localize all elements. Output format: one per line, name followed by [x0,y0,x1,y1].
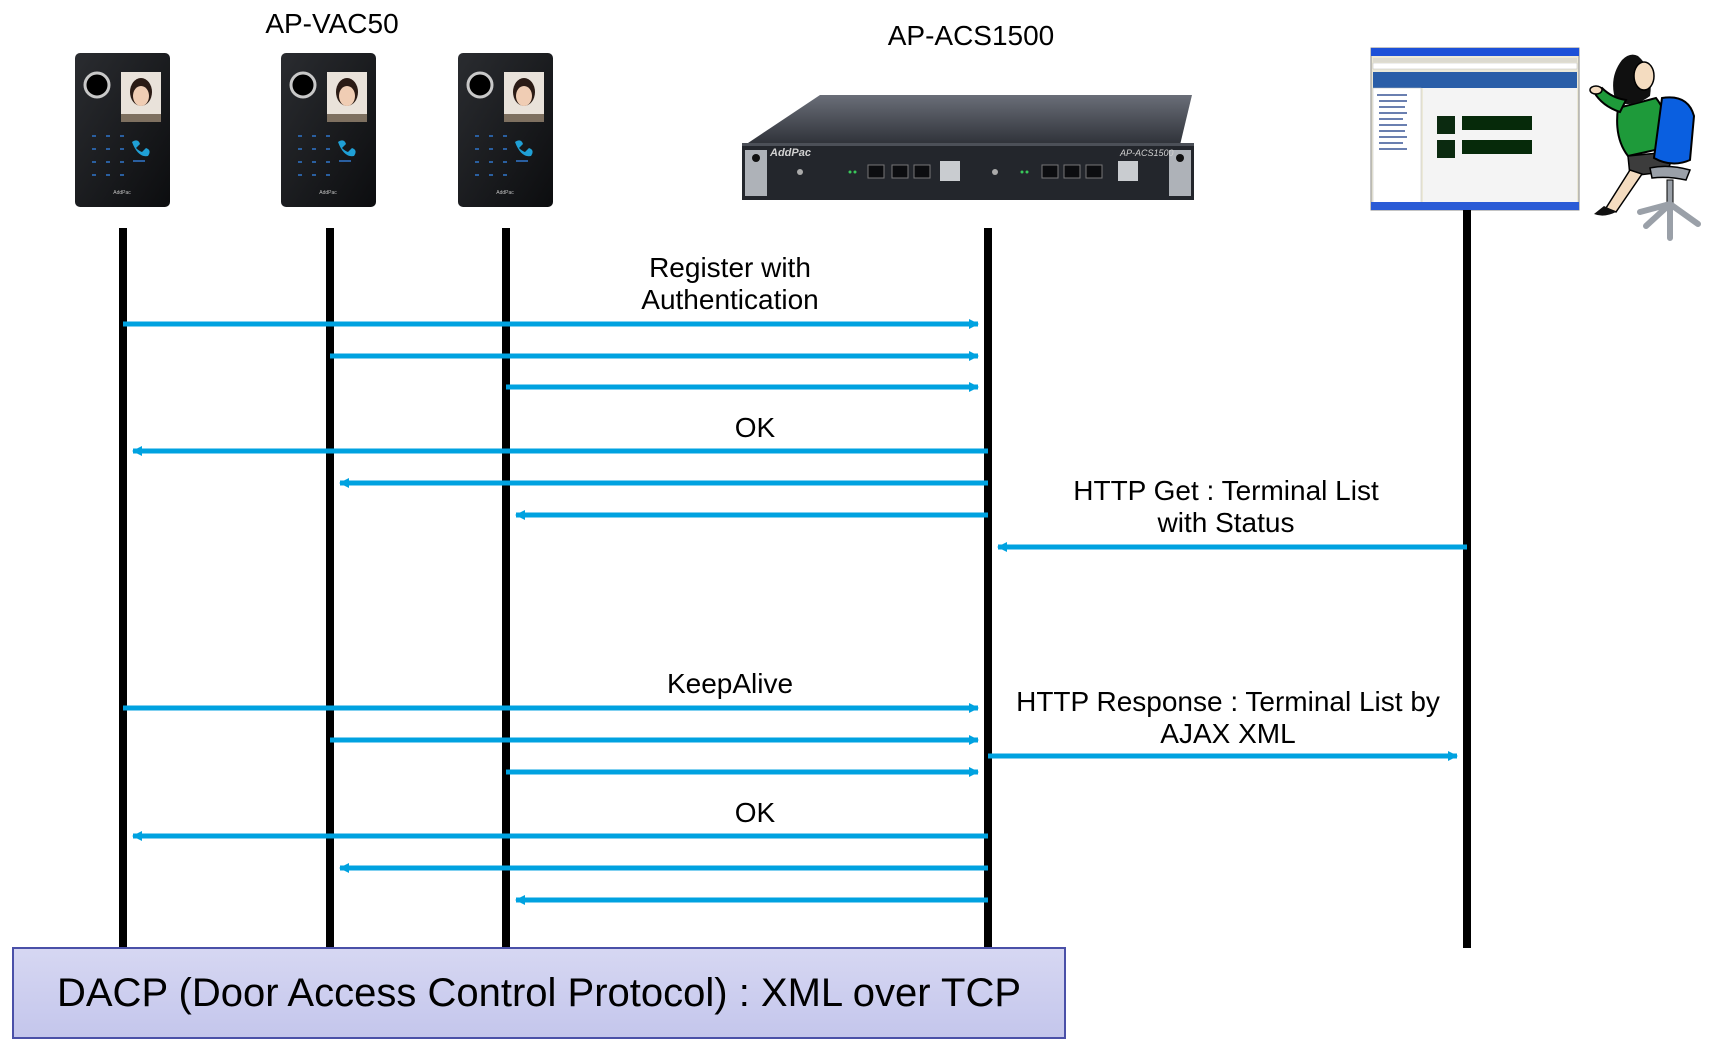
terminal-device-2: AddPac [281,53,376,207]
http-get-label: HTTP Get : Terminal List with Status [1073,475,1379,538]
lifelines [119,210,1471,948]
management-screen [1370,47,1580,211]
terminal-brand-1: AddPac [113,190,131,196]
terminal-brand-2: AddPac [319,190,337,196]
ok-label-1: OK [734,412,776,443]
ok-label-2: OK [734,797,776,828]
server-front-label: AP-ACS1500 [1119,148,1174,158]
message-arrows [123,319,1467,905]
register-label: Register with Authentication [641,252,819,315]
server-brand-label: AddPac [769,147,811,159]
terminal-brand-3: AddPac [496,190,514,196]
keepalive-label: KeepAlive [666,668,794,699]
terminal-model-label: AP-VAC50 [265,8,399,39]
protocol-banner-text: DACP (Door Access Control Protocol) : XM… [56,970,1022,1015]
server-device: AddPac AP-ACS1500 [742,95,1194,200]
protocol-banner: DACP (Door Access Control Protocol) : XM… [12,947,1066,1039]
terminal-device-3: AddPac [458,53,553,207]
terminal-device-1: AddPac [75,53,170,207]
server-model-label: AP-ACS1500 [887,20,1055,51]
http-response-label: HTTP Response : Terminal List by AJAX XM… [1016,686,1440,749]
operator-person-icon [1589,54,1701,241]
